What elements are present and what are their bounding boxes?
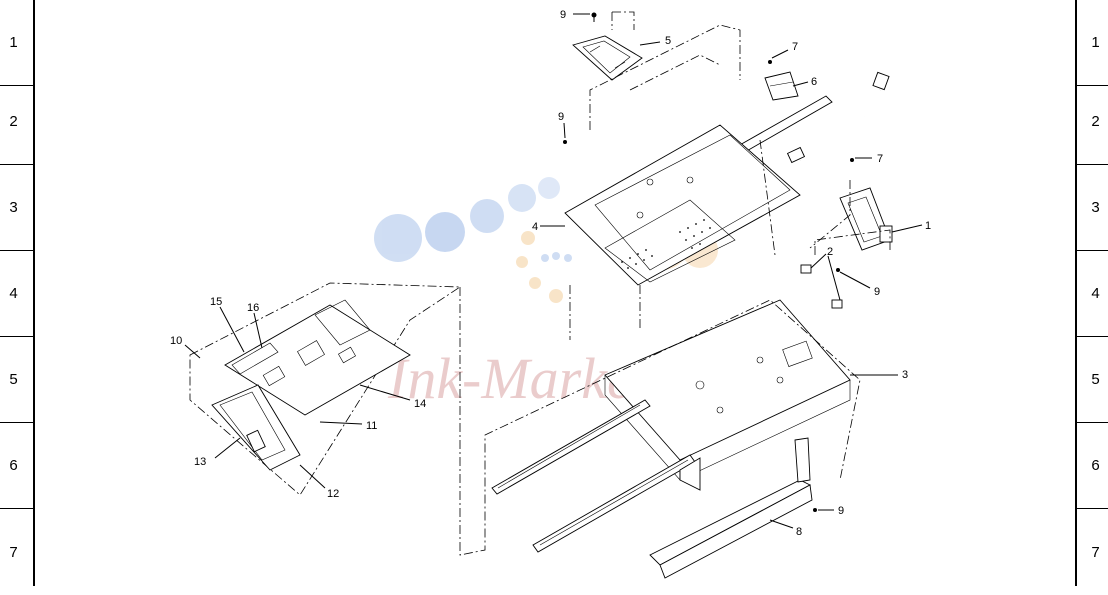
part-6-bracket xyxy=(764,71,799,101)
part-1-connector xyxy=(839,187,893,251)
part-10-board-assembly xyxy=(189,282,462,496)
callout-11: 11 xyxy=(366,420,377,432)
row-label: 1 xyxy=(0,0,33,86)
callout-10: 10 xyxy=(170,335,182,347)
screw-7-lower xyxy=(850,158,854,162)
callout-8: 8 xyxy=(796,526,802,538)
row-label: 4 xyxy=(1077,251,1108,337)
callout-5: 5 xyxy=(665,35,671,47)
row-label: 3 xyxy=(0,165,33,251)
row-label: 7 xyxy=(9,543,18,561)
callout-9: 9 xyxy=(560,9,566,21)
row-label: 6 xyxy=(0,423,33,509)
part-2-clips xyxy=(800,264,843,309)
row-index-right: 1 2 3 4 5 6 7 xyxy=(1075,0,1108,586)
row-index-left: 1 2 3 4 5 6 7 xyxy=(0,0,35,586)
part-4-top-plate xyxy=(564,124,801,286)
callout-16: 16 xyxy=(247,302,259,314)
callout-9: 9 xyxy=(558,111,564,123)
cable-harness xyxy=(737,71,890,164)
row-label: 4 xyxy=(0,251,33,337)
row-label: 7 xyxy=(1091,543,1100,561)
callout-4: 4 xyxy=(532,221,538,233)
screw-9-bottom xyxy=(813,508,817,512)
callout-9: 9 xyxy=(874,286,880,298)
row-label: 2 xyxy=(0,79,33,165)
watermark-text: Ink-Market xyxy=(387,346,651,411)
row-label: 5 xyxy=(0,337,33,423)
screw-9-mid xyxy=(836,268,840,272)
row-label: 5 xyxy=(1077,337,1108,423)
callout-6: 6 xyxy=(811,76,817,88)
callout-9: 9 xyxy=(838,505,844,517)
screw-7-upper xyxy=(768,60,772,64)
callout-12: 12 xyxy=(327,488,339,500)
callout-2: 2 xyxy=(827,246,833,258)
callout-14: 14 xyxy=(414,398,426,410)
callout-7: 7 xyxy=(877,153,883,165)
slide-rails xyxy=(491,399,701,553)
row-label: 6 xyxy=(1077,423,1108,509)
callout-13: 13 xyxy=(194,456,206,468)
callout-3: 3 xyxy=(902,369,908,381)
callout-1: 1 xyxy=(925,220,931,232)
screw-9-left xyxy=(563,140,567,144)
callout-7: 7 xyxy=(792,41,798,53)
callout-15: 15 xyxy=(210,296,222,308)
row-label: 2 xyxy=(1077,79,1108,165)
part-3-base-plate xyxy=(604,299,851,481)
row-label: 3 xyxy=(1077,165,1108,251)
part-5-bracket xyxy=(572,11,643,81)
row-label: 1 xyxy=(1077,0,1108,86)
part-8-long-bracket xyxy=(649,437,813,579)
